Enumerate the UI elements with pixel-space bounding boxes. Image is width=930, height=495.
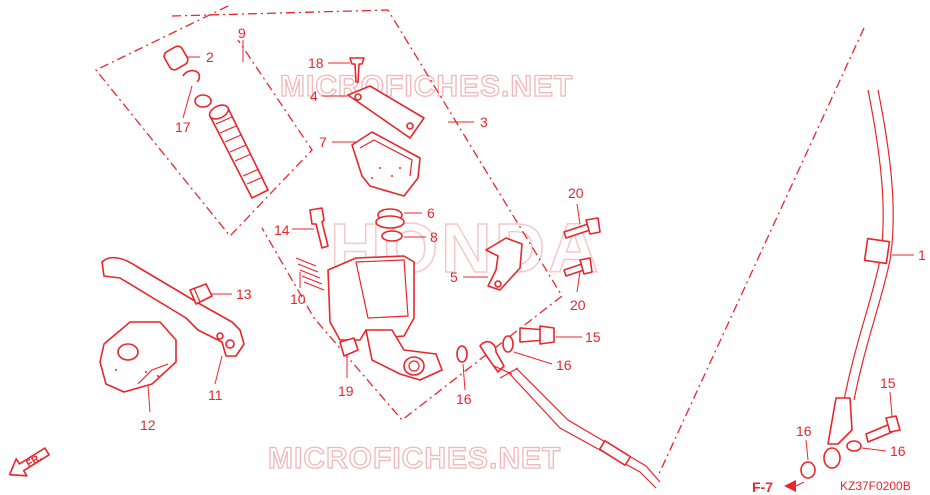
callout-19: 19 <box>338 383 354 399</box>
callout-7: 7 <box>319 134 327 150</box>
watermark-bottom: MICROFICHES.NET <box>268 442 561 475</box>
hose-leader-line <box>657 27 865 477</box>
callout-20-upper: 20 <box>568 185 584 201</box>
callout-15-upper: 15 <box>585 329 601 345</box>
callout-2: 2 <box>206 49 214 65</box>
brake-hose <box>479 89 894 489</box>
lever-pivot-nut <box>189 283 213 305</box>
piston-assembly <box>208 104 269 199</box>
callout-15-lower: 15 <box>880 375 896 391</box>
reservoir-cap-nut <box>339 337 359 357</box>
reservoir-diaphragm <box>351 131 421 197</box>
brake-lever <box>101 256 245 357</box>
callout-3: 3 <box>480 114 488 130</box>
page-reference: F-7 <box>752 479 773 495</box>
callout-1: 1 <box>918 247 926 263</box>
callout-8: 8 <box>430 229 438 245</box>
reservoir-cap <box>347 85 425 139</box>
watermark-top: MICROFICHES.NET <box>280 70 573 103</box>
oil-bolt-lower <box>865 415 901 443</box>
return-spring <box>295 257 325 291</box>
callouts: 2 9 17 18 4 7 3 6 8 14 10 5 20 20 13 11 … <box>140 25 926 459</box>
callout-14: 14 <box>274 222 290 238</box>
callout-16-upper-b: 16 <box>456 391 472 407</box>
leader-lines <box>147 40 914 461</box>
master-cylinder-holder <box>485 237 523 291</box>
reservoir-cap-screw <box>349 57 365 83</box>
holder-bolt-upper <box>563 217 601 239</box>
callout-9: 9 <box>238 25 246 41</box>
callout-16-lower-a: 16 <box>890 443 906 459</box>
master-cylinder-body <box>327 255 443 381</box>
holder-bolt-lower <box>563 257 593 277</box>
callout-20-lower: 20 <box>570 297 586 313</box>
piston-group-outline <box>94 5 313 237</box>
piston-washer <box>194 94 212 108</box>
piston-boot <box>163 45 189 71</box>
callout-4: 4 <box>310 88 318 104</box>
sealing-washer-upper-b <box>456 345 468 363</box>
sealing-washer-upper-a <box>502 335 514 353</box>
callout-17: 17 <box>175 119 191 135</box>
callout-12: 12 <box>140 417 156 433</box>
oil-bolt-upper <box>519 325 555 345</box>
master-cylinder-group-outline <box>171 9 563 421</box>
circlip <box>182 69 201 83</box>
front-direction-arrow: FR. <box>8 447 50 477</box>
diagram-code: KZ37F0200B <box>840 479 911 493</box>
reference-arrow-icon <box>784 480 796 492</box>
lever-dust-cover <box>99 321 177 393</box>
reservoir-o-ring <box>381 230 403 242</box>
callout-6: 6 <box>427 205 435 221</box>
sealing-washer-lower-b <box>800 461 816 479</box>
reservoir-seal <box>375 208 405 229</box>
callout-10: 10 <box>290 291 306 307</box>
lever-pivot-bolt <box>309 207 329 249</box>
sealing-washer-lower-a <box>846 440 862 452</box>
callout-11: 11 <box>208 387 223 403</box>
callout-16-lower-b: 16 <box>796 423 812 439</box>
callout-16-upper-a: 16 <box>556 357 572 373</box>
callout-18: 18 <box>308 55 324 71</box>
callout-5: 5 <box>450 269 458 285</box>
callout-13: 13 <box>236 286 252 302</box>
